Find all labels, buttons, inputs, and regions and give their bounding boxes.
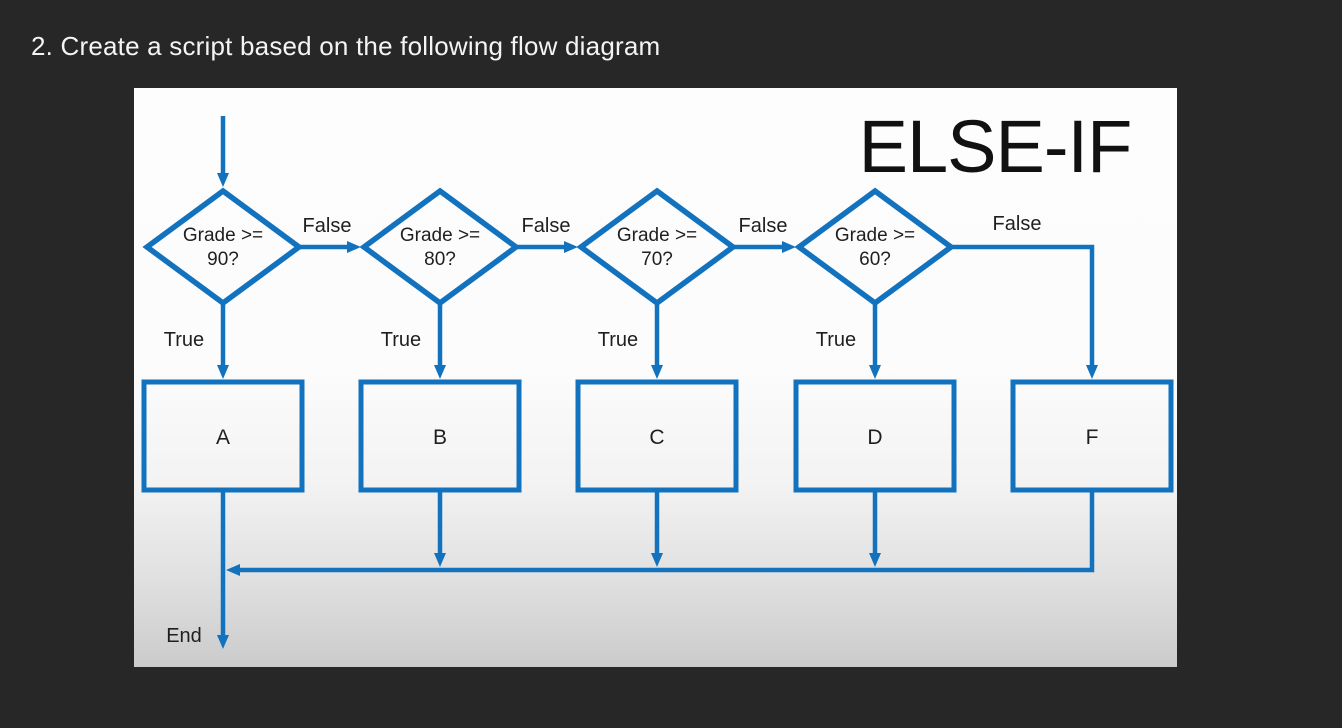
flow-diagram-svg: ELSE-IF Grade >= 90? False True Grade >=…: [141, 105, 1174, 649]
true-label-2: True: [381, 329, 421, 351]
flow-diagram-panel: ELSE-IF Grade >= 90? False True Grade >=…: [134, 88, 1177, 667]
result-label: A: [216, 426, 230, 449]
diamond-shape: [576, 187, 738, 307]
result-label: C: [649, 426, 664, 449]
true-label-4: True: [816, 329, 856, 351]
decision-grade-90: Grade >= 90?: [142, 187, 304, 307]
result-box-c: C: [575, 379, 739, 493]
true-label-3: True: [598, 329, 638, 351]
diamond-shape: [142, 187, 304, 307]
decision-label-line2: 80?: [424, 249, 456, 270]
decision-label-line2: 90?: [207, 249, 239, 270]
end-label: End: [166, 625, 202, 647]
false-label-1: False: [303, 215, 352, 237]
true-label-1: True: [164, 329, 204, 351]
diamond-shape: [794, 187, 956, 307]
false-label-2: False: [522, 215, 571, 237]
merge-line-f: [226, 490, 1095, 576]
slide-title: 2. Create a script based on the followin…: [31, 31, 661, 61]
result-label: B: [433, 426, 447, 449]
decision-grade-70: Grade >= 70?: [576, 187, 738, 307]
false-label-4: False: [993, 213, 1042, 235]
decision-label-line1: Grade >=: [400, 225, 480, 246]
decision-label-line1: Grade >=: [183, 225, 263, 246]
decision-label-line2: 70?: [641, 249, 673, 270]
false-label-3: False: [739, 215, 788, 237]
diamond-shape: [359, 187, 521, 307]
decision-grade-80: Grade >= 80?: [359, 187, 521, 307]
decision-label-line2: 60?: [859, 249, 891, 270]
result-label: F: [1086, 426, 1099, 449]
false-arrow-4: [951, 244, 1098, 379]
decision-grade-60: Grade >= 60?: [794, 187, 956, 307]
result-box-f: F: [1010, 379, 1174, 493]
decision-label-line1: Grade >=: [617, 225, 697, 246]
result-box-d: D: [793, 379, 957, 493]
result-box-a: A: [141, 379, 305, 493]
diagram-heading: ELSE-IF: [859, 105, 1132, 188]
result-label: D: [867, 426, 882, 449]
result-box-b: B: [358, 379, 522, 493]
decision-label-line1: Grade >=: [835, 225, 915, 246]
